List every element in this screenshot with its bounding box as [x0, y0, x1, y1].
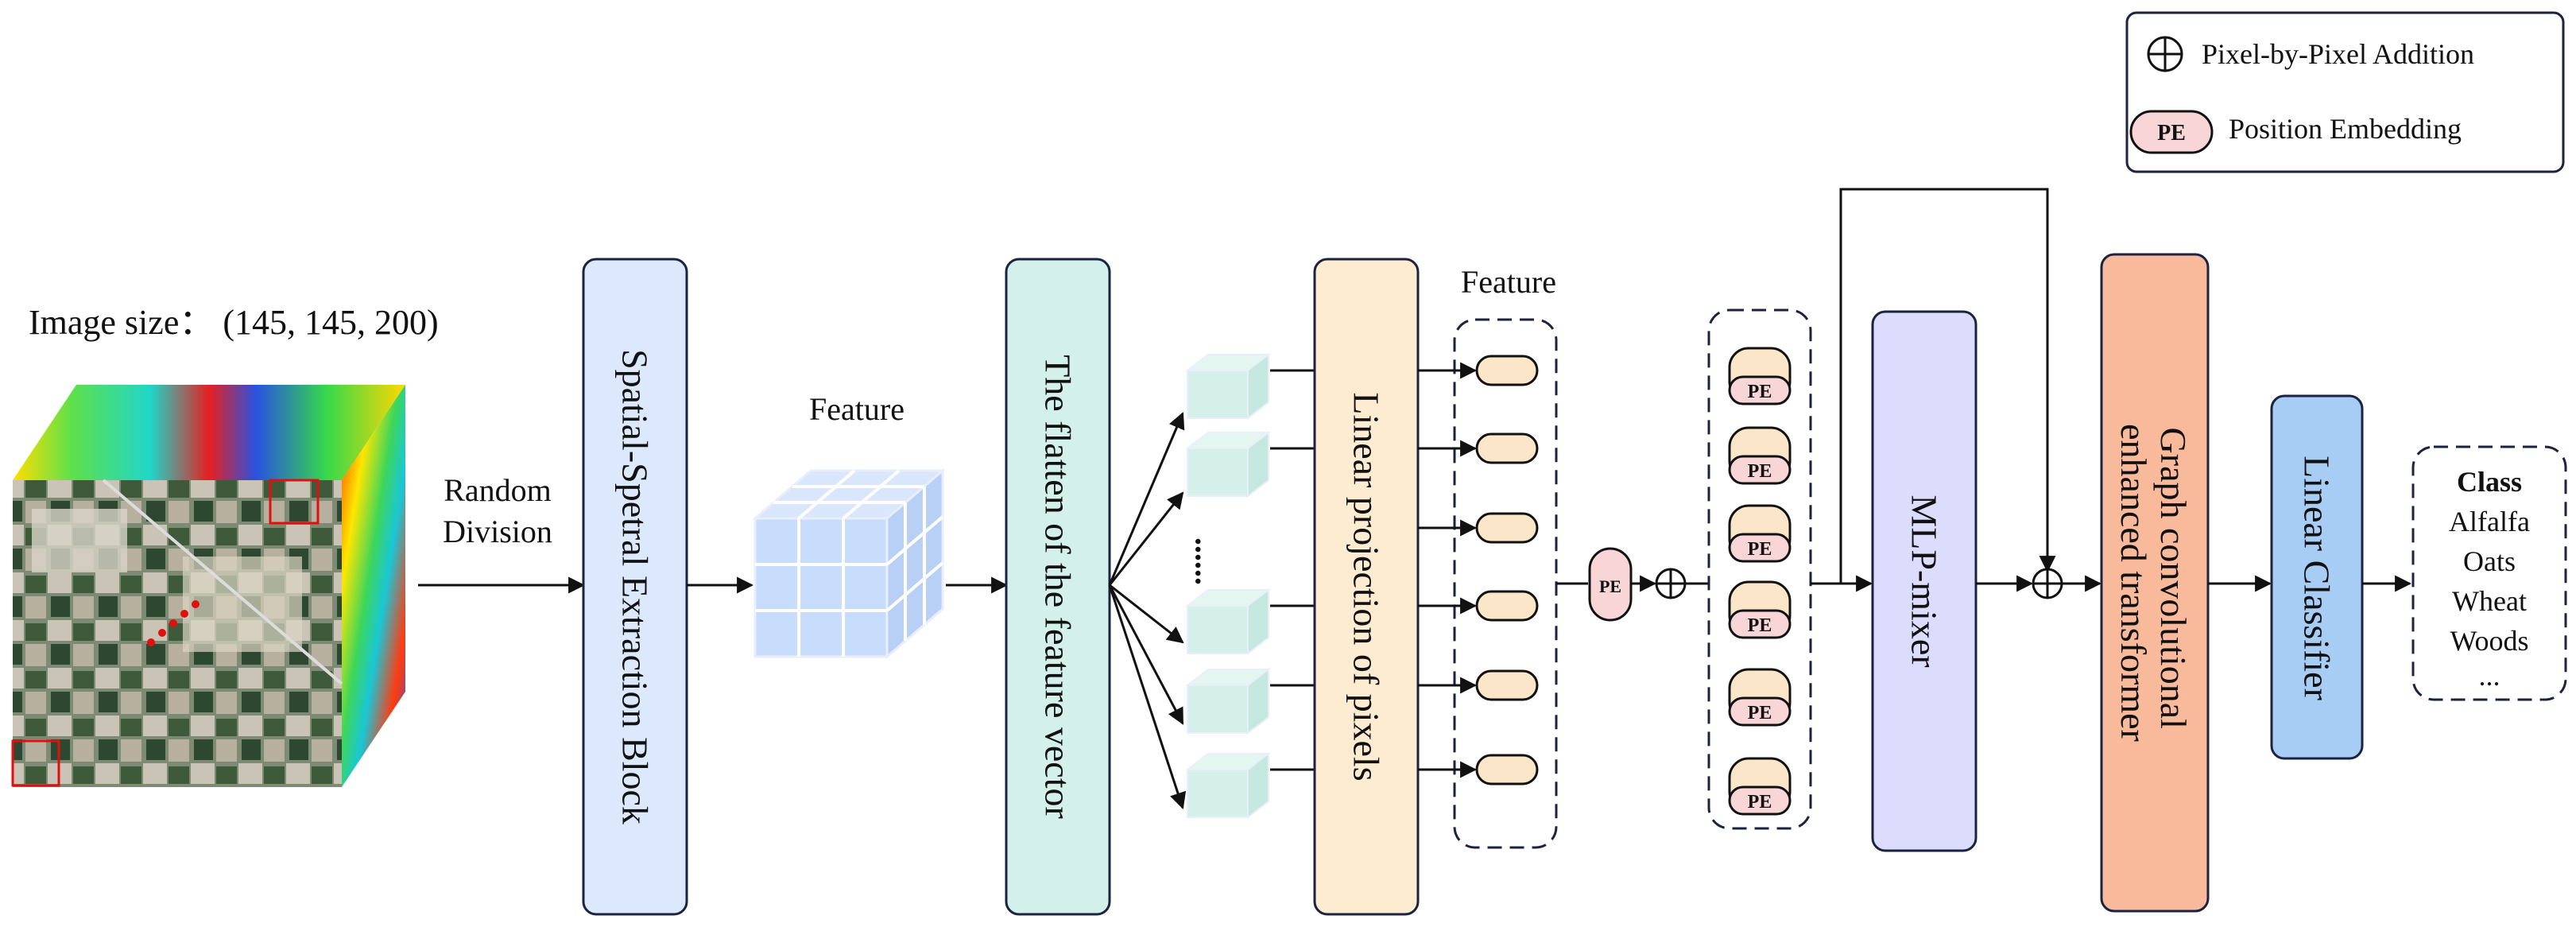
- pe-badge-vertical: PE: [1588, 547, 1633, 622]
- patch-cuboid-2: [1185, 430, 1271, 498]
- patch-cuboid-4: [1185, 667, 1271, 735]
- spatial-spectral-block-label: Spatial-Spetral Extraction Block: [615, 349, 656, 824]
- feature-token: [1475, 355, 1539, 386]
- embedded-pe-text: PE: [1748, 539, 1772, 560]
- pe-badge-vertical-text: PE: [1599, 576, 1621, 596]
- linear-projection-block-label: Linear projection of pixels: [1346, 392, 1387, 781]
- image-size-label: Image size： (145, 145, 200): [29, 303, 439, 342]
- embedded-pe-text: PE: [1748, 703, 1772, 723]
- feature-label-1: Feature: [809, 391, 905, 427]
- embedded-token-5: PE: [1728, 668, 1792, 727]
- random-division-label-line2: Division: [443, 514, 552, 549]
- projection-to-token-arrows: [1418, 362, 1478, 778]
- patch-cuboids: [1185, 352, 1271, 820]
- svg-text:Graph convolutional enha: Graph convolutional enhanced transformer: [2113, 424, 2194, 742]
- feature-label-2: Feature: [1461, 264, 1556, 300]
- legend-addition-label: Pixel-by-Pixel Addition: [2202, 38, 2474, 70]
- flatten-block: The flatten of the feature vector: [1005, 258, 1111, 916]
- addition-node-1-icon: [1655, 568, 1687, 599]
- random-division-label-line1: Random: [444, 472, 552, 508]
- embedded-pe-text: PE: [1748, 615, 1772, 636]
- embedded-token-6: PE: [1728, 757, 1792, 816]
- class-item: Oats: [2463, 545, 2516, 577]
- patch-cuboid-3: [1185, 588, 1271, 656]
- patch-ellipsis: ......: [1189, 537, 1225, 585]
- class-item: Wheat: [2452, 585, 2527, 617]
- patch-cuboid-1: [1185, 352, 1271, 421]
- feature-token: [1475, 754, 1539, 785]
- embedded-tokens-dashed-box: [1707, 308, 1812, 830]
- legend-box: Pixel-by-Pixel Addition PE Position Embe…: [2125, 11, 2565, 173]
- feature-token: [1475, 669, 1539, 701]
- gcet-block: Graph convolutional enhanced transformer: [2100, 253, 2210, 913]
- addition-symbol-icon: [2147, 36, 2183, 72]
- class-item: ...: [2479, 660, 2500, 692]
- fanout-arrows: [1108, 412, 1187, 809]
- embedded-token-3: PE: [1728, 504, 1792, 563]
- legend-pe-badge: PE: [2129, 110, 2214, 154]
- embedded-tokens: PE PE PE PE PE PE: [1728, 347, 1792, 816]
- feature-token: [1475, 432, 1539, 464]
- patch-cuboid-5: [1185, 751, 1271, 820]
- class-item: Alfalfa: [2449, 506, 2530, 537]
- class-item: Woods: [2450, 625, 2528, 657]
- embedded-pe-text: PE: [1748, 792, 1772, 813]
- patch-connectors: [1270, 369, 1315, 771]
- class-output-box: Class Alfalfa Oats Wheat Woods ...: [2411, 445, 2567, 701]
- spatial-spectral-extraction-block: Spatial-Spetral Extraction Block: [582, 258, 688, 916]
- flatten-block-label: The flatten of the feature vector: [1038, 355, 1079, 819]
- mlp-mixer-block: MLP-mixer: [1871, 310, 1978, 852]
- feature-token: [1475, 512, 1539, 544]
- class-header: Class: [2457, 466, 2522, 498]
- embedded-token-1: PE: [1728, 347, 1792, 405]
- feature-cube: [751, 467, 947, 660]
- feature-token: [1475, 590, 1539, 622]
- legend-pe-label: Position Embedding: [2229, 113, 2462, 145]
- linear-projection-block: Linear projection of pixels: [1313, 258, 1420, 916]
- linear-classifier-block-label: Linear Classifier: [2297, 456, 2338, 700]
- feature-tokens: [1475, 355, 1539, 785]
- skip-connection: [1839, 188, 2056, 584]
- gcet-block-label-line1: Graph convolutional: [2153, 428, 2194, 729]
- embedded-pe-text: PE: [1748, 461, 1772, 482]
- addition-node-2-icon: [2032, 568, 2063, 599]
- hyperspectral-cube-image: [11, 385, 405, 787]
- embedded-pe-text: PE: [1748, 382, 1772, 402]
- legend-pe-badge-text: PE: [2157, 121, 2186, 145]
- gcet-block-label-line2: enhanced transformer: [2113, 424, 2154, 742]
- linear-classifier-block: Linear Classifier: [2270, 394, 2364, 760]
- embedded-token-2: PE: [1728, 426, 1792, 485]
- mlp-mixer-block-label: MLP-mixer: [1904, 495, 1945, 667]
- embedded-token-4: PE: [1728, 580, 1792, 639]
